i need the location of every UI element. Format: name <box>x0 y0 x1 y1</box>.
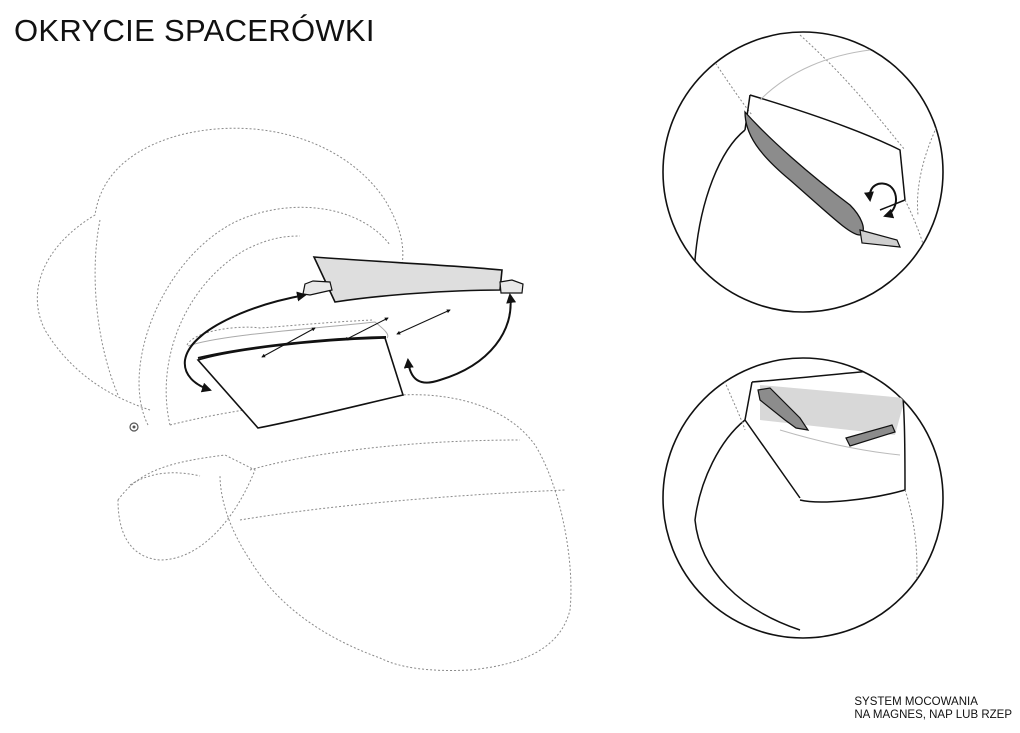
attachment-arrows <box>183 291 517 393</box>
detached-flap <box>302 256 524 303</box>
caption-line-2: NA MAGNES, NAP LUB RZEP <box>854 709 1012 721</box>
arrow-left-curve <box>183 291 307 393</box>
arrow-right-curve <box>403 293 517 384</box>
flap-tab-left <box>302 280 333 296</box>
alignment-arrows <box>261 309 451 358</box>
arrow-top-detail <box>863 182 897 219</box>
frame-joint <box>129 472 201 486</box>
hood-snap-button <box>129 422 139 432</box>
hood-outline <box>36 127 404 411</box>
footmuff-outline <box>169 394 572 671</box>
detail-circle-bottom <box>662 357 944 639</box>
side-panel <box>117 454 256 561</box>
detail-circle-top <box>662 31 944 313</box>
caption-line-1: SYSTEM MOCOWANIA <box>854 696 978 708</box>
hood-edge-seam <box>94 219 119 396</box>
attachment-system-caption: SYSTEM MOCOWANIA NA MAGNES, NAP LUB RZEP <box>854 696 1012 722</box>
page-title: OKRYCIE SPACERÓWKI <box>14 13 375 48</box>
flap-tab-right <box>499 279 524 294</box>
strap-top <box>744 110 864 236</box>
footmuff-seam <box>239 489 566 521</box>
strap-tip-top <box>859 229 901 248</box>
strap-bottom-right <box>845 424 896 447</box>
hood-seam <box>165 235 301 426</box>
strap-bottom-left <box>757 387 810 431</box>
footmuff-side-seam <box>249 439 521 471</box>
